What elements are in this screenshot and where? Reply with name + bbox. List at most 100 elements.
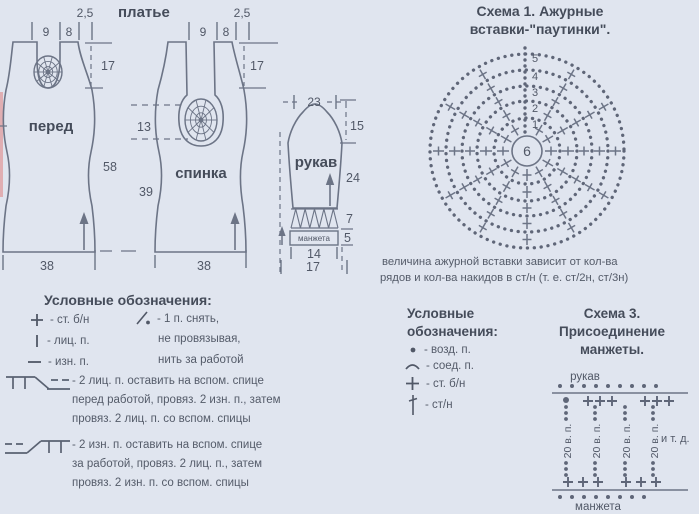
cuff-box [289,230,339,246]
chain-stitch-icon [410,347,416,353]
legend-chain-label: - возд. п. [424,344,471,356]
front-h17: 17 [101,59,115,73]
sleeve-arrow-head [325,173,335,185]
chart-ring-1 [492,116,562,186]
sleeve-h5: 5 [344,231,351,245]
front-outline [2,41,96,253]
cuff-arrow-head [278,226,286,236]
back-armhole-refs [239,42,278,89]
legend-slipst-label: - соед. п. [426,360,474,372]
legend-right-header2: обозначения: [407,324,498,339]
back-label: спинка [175,165,227,182]
chart-round-1: 1 [532,119,538,131]
scheme3-cuff-label: манжета [575,501,621,513]
sleeve-side-dashed [279,132,343,272]
cable-back-line3: провяз. 2 изн. п. со вспом. спицы [72,477,249,489]
cable-front-line2: перед работой, провяз. 2 изн. п., затем [72,394,281,406]
legend-slipst-row: - соед. п. [405,360,474,372]
scheme3-sleeve-label: рукав [570,371,600,383]
scheme3-chain-label-4: 20 в. п. [649,424,661,459]
front-w9: 9 [43,25,50,39]
garment-front [0,22,136,270]
back-w8: 8 [223,25,230,39]
back-w9: 9 [200,25,207,39]
legend-dc-label: - ст/н [425,399,453,411]
chart-ring-4 [444,68,610,234]
chart-round-5: 5 [532,53,538,65]
legend-chain-row: - возд. п. [408,344,471,356]
legend-slip-line1: - 1 п. снять, [157,312,220,325]
legend-sc2-label: - ст. б/н [426,377,466,390]
front-bottom-ticks [2,250,96,270]
front-armhole-refs [85,42,112,89]
cable-back-line1: - 2 изн. п. оставить на вспом. спице [72,439,263,451]
sleeve-outline [287,103,343,209]
sleeve-bottom-ticks [280,247,348,274]
legend-knit-label: - лиц. п. [47,335,90,347]
cable-back-line2: за работой, провяз. 2 лиц. п., затем [72,458,262,470]
dc-stitch-icon [408,395,418,415]
scheme3-stitch-marks [558,384,674,499]
chart-chain-column [523,46,527,134]
legend-sc-label: - ст. б/н [50,314,90,326]
legend-slip-row: - 1 п. снять, [136,311,219,326]
sleeve-h7: 7 [346,212,353,226]
scheme3-edge-lines [552,392,688,491]
scheme1-note-line2: рядов и кол-ва накидов в ст/н (т. е. ст/… [380,272,629,284]
front-w25: 2,5 [77,6,94,20]
back-outline [154,41,248,253]
back-top-ticks [188,22,250,40]
sleeve-h15: 15 [350,119,364,133]
scan-artifact [0,92,3,197]
cable-back-icon [5,440,70,454]
scheme3-chain-label-2: 20 в. п. [591,424,603,459]
back-bottom-ticks [154,250,247,268]
back-h39: 39 [139,185,153,199]
sleeve-w23: 23 [307,95,321,109]
scheme3-chart: рукав 20 в. п. 20 в. п. 20 в. п. 20 в. п… [552,371,690,513]
front-w8: 8 [66,25,73,39]
purl-stitch-icon [28,361,41,363]
garment-sleeve [278,95,356,274]
legend-slip-line3: нить за работой [158,354,244,366]
back-h13: 13 [137,120,151,134]
sleeve-label: рукав [295,154,337,171]
cable-front-icon [6,376,70,390]
front-arrow-head [79,212,89,224]
sleeve-cap-refs [340,99,356,144]
back-h17: 17 [250,59,264,73]
scheme1-title-line2: вставки-"паутинки". [469,21,611,37]
scheme3-chain-label-3: 20 в. п. [621,424,633,459]
legend-right-header1: Условные [407,306,475,321]
cobweb-motif-back [184,98,218,142]
cuff-refs [341,228,353,246]
chart-radial-stitches [433,69,621,245]
cobweb-motif-front [33,55,63,89]
sleeve-w14: 14 [307,247,321,261]
sleeve-w17: 17 [306,260,320,274]
cable-front-line1: - 2 лиц. п. оставить на вспом. спице [72,375,264,387]
slip-stitch-connect-icon [405,363,420,370]
dress-title: платье [118,4,170,21]
chart-round-4: 4 [532,71,538,83]
cobweb-chart: 6 1 2 3 4 5 [428,46,626,250]
back-labels: спинка 9 8 2,5 17 13 39 38 [137,6,264,273]
scheme3-chain-label-1: 20 в. п. [562,424,574,459]
legend-purl-label: - изн. п. [48,356,89,368]
legend-purl-row: - изн. п. [27,355,89,369]
chart-ring-2 [475,99,579,203]
legend-left-header: Условные обозначения: [44,292,212,308]
front-label: перед [29,118,74,135]
back-w25: 2,5 [234,6,251,20]
garment-back [131,22,278,268]
chart-center-count: 6 [523,143,531,159]
cuff-label: манжета [298,234,330,243]
legend-slip-line2: не провязывая, [158,333,241,345]
scheme1-title-line1: Схема 1. Ажурные [476,3,604,19]
back-insert-dashes [131,104,188,140]
front-w38: 38 [40,259,54,273]
back-arrow-head [230,212,240,224]
back-w38: 38 [197,259,211,273]
